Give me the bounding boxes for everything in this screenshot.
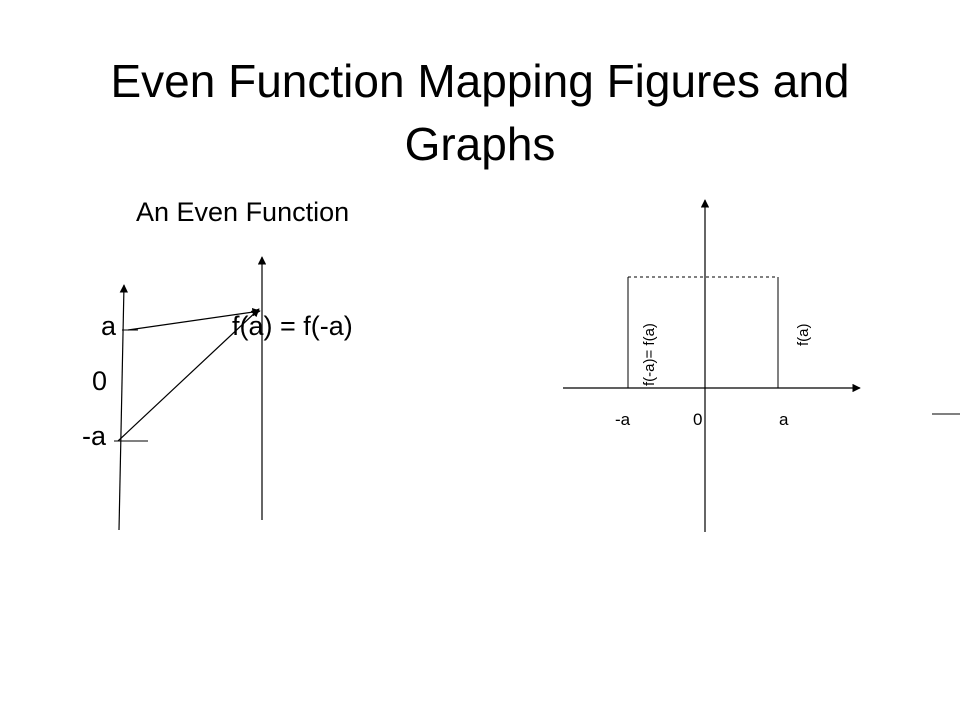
left-bar-label: f(-a)= f(a) xyxy=(641,323,658,386)
domain-label-a: a xyxy=(101,311,117,341)
x-tick-a: a xyxy=(779,410,789,429)
mapping-caption: An Even Function xyxy=(136,197,349,227)
x-tick-zero: 0 xyxy=(693,410,702,429)
map-arrow-neg-a xyxy=(117,308,260,442)
map-arrow-a xyxy=(127,307,261,331)
domain-label-neg-a: -a xyxy=(82,421,107,451)
range-label: f(a) = f(-a) xyxy=(232,311,353,341)
slide-title: Even Function Mapping Figures and Graphs xyxy=(40,50,920,176)
domain-axis xyxy=(118,284,129,531)
x-tick-neg-a: -a xyxy=(615,410,631,429)
domain-label-zero: 0 xyxy=(92,366,107,396)
graph-figure: f(-a)= f(a) f(a) -a 0 a xyxy=(563,199,861,532)
title-line-2: Graphs xyxy=(404,118,556,170)
mapping-figure: An Even Function a 0 -a f(a) = f(-a) xyxy=(82,197,353,531)
right-bar-label: f(a) xyxy=(795,323,812,346)
title-line-1: Even Function Mapping Figures and xyxy=(110,55,850,107)
